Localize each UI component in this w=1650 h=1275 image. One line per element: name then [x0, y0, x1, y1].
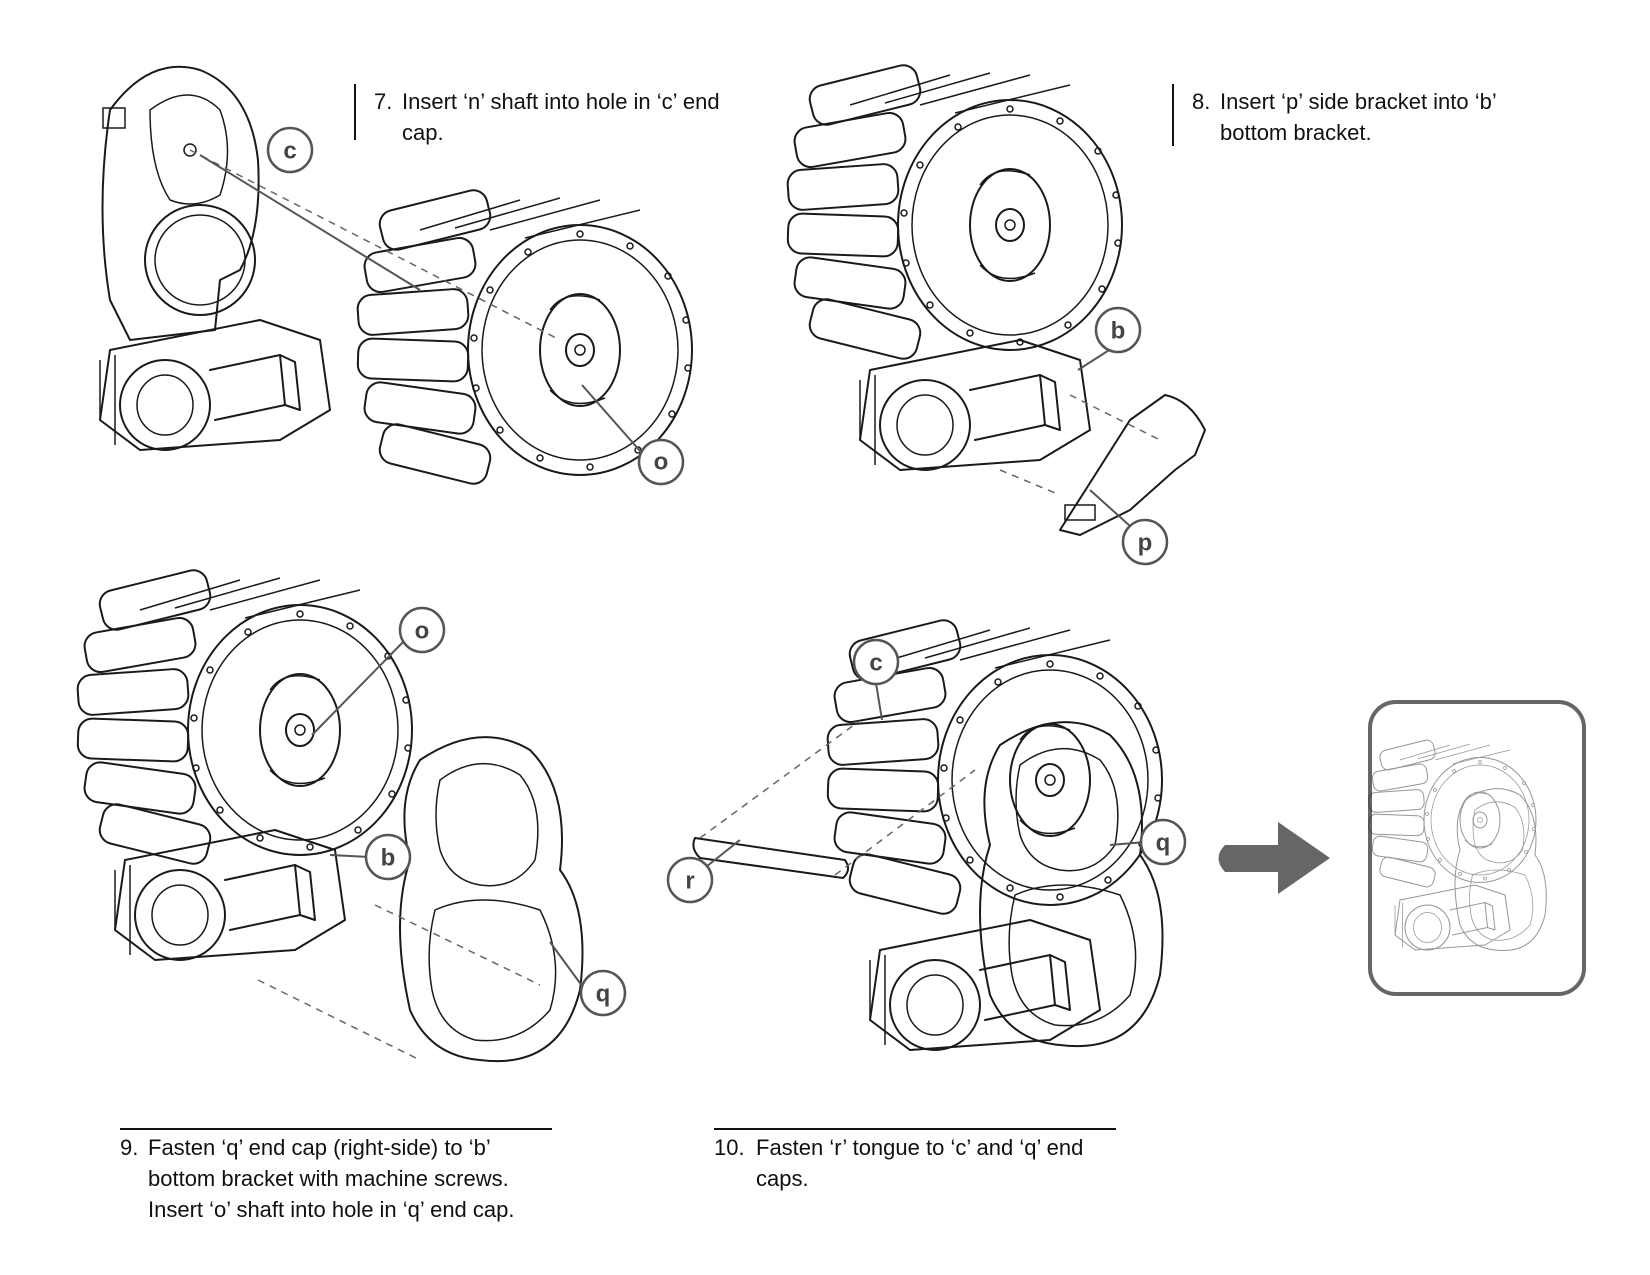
final-assembly-preview — [1367, 738, 1547, 952]
step-9-text: 9. Fasten ‘q’ end cap (right-side) to ‘b… — [120, 1132, 560, 1225]
step-7-divider — [354, 84, 356, 140]
step-7-illustration: c o — [99, 65, 694, 488]
final-assembly-frame — [1368, 700, 1586, 996]
part-label-o: o — [415, 618, 430, 645]
step-8-divider — [1172, 84, 1174, 146]
part-label-b: b — [381, 845, 396, 872]
step-9-illustration: o b q — [75, 566, 627, 1063]
step-10-text: 10. Fasten ‘r’ tongue to ‘c’ and ‘q’ end… — [714, 1132, 1124, 1194]
step-number: 9. — [120, 1135, 139, 1160]
part-label-b: b — [1111, 318, 1126, 345]
step-7-text: 7. Insert ‘n’ shaft into hole in ‘c’ end… — [374, 86, 754, 148]
step-8-illustration: b p — [785, 61, 1206, 566]
step-number: 10. — [714, 1135, 745, 1160]
part-label-c: c — [869, 650, 882, 677]
part-label-c: c — [283, 138, 296, 165]
step-10-illustration: c q r — [666, 616, 1187, 1051]
step-instruction: Insert ‘p’ side bracket into ‘b’ bottom … — [1220, 89, 1496, 145]
part-label-q: q — [1156, 830, 1171, 857]
part-label-o: o — [654, 449, 669, 476]
part-label-r: r — [685, 868, 694, 895]
step-9-divider — [120, 1128, 552, 1130]
step-instruction: Fasten ‘q’ end cap (right-side) to ‘b’ b… — [148, 1135, 515, 1222]
step-instruction: Fasten ‘r’ tongue to ‘c’ and ‘q’ end cap… — [756, 1135, 1084, 1191]
step-8-text: 8. Insert ‘p’ side bracket into ‘b’ bott… — [1192, 86, 1552, 148]
part-label-p: p — [1138, 530, 1153, 557]
step-number: 8. — [1192, 89, 1211, 114]
step-instruction: Insert ‘n’ shaft into hole in ‘c’ end ca… — [402, 89, 720, 145]
arrow-right-icon — [1218, 822, 1330, 894]
step-number: 7. — [374, 89, 393, 114]
part-label-q: q — [596, 981, 611, 1008]
step-10-divider — [714, 1128, 1116, 1130]
